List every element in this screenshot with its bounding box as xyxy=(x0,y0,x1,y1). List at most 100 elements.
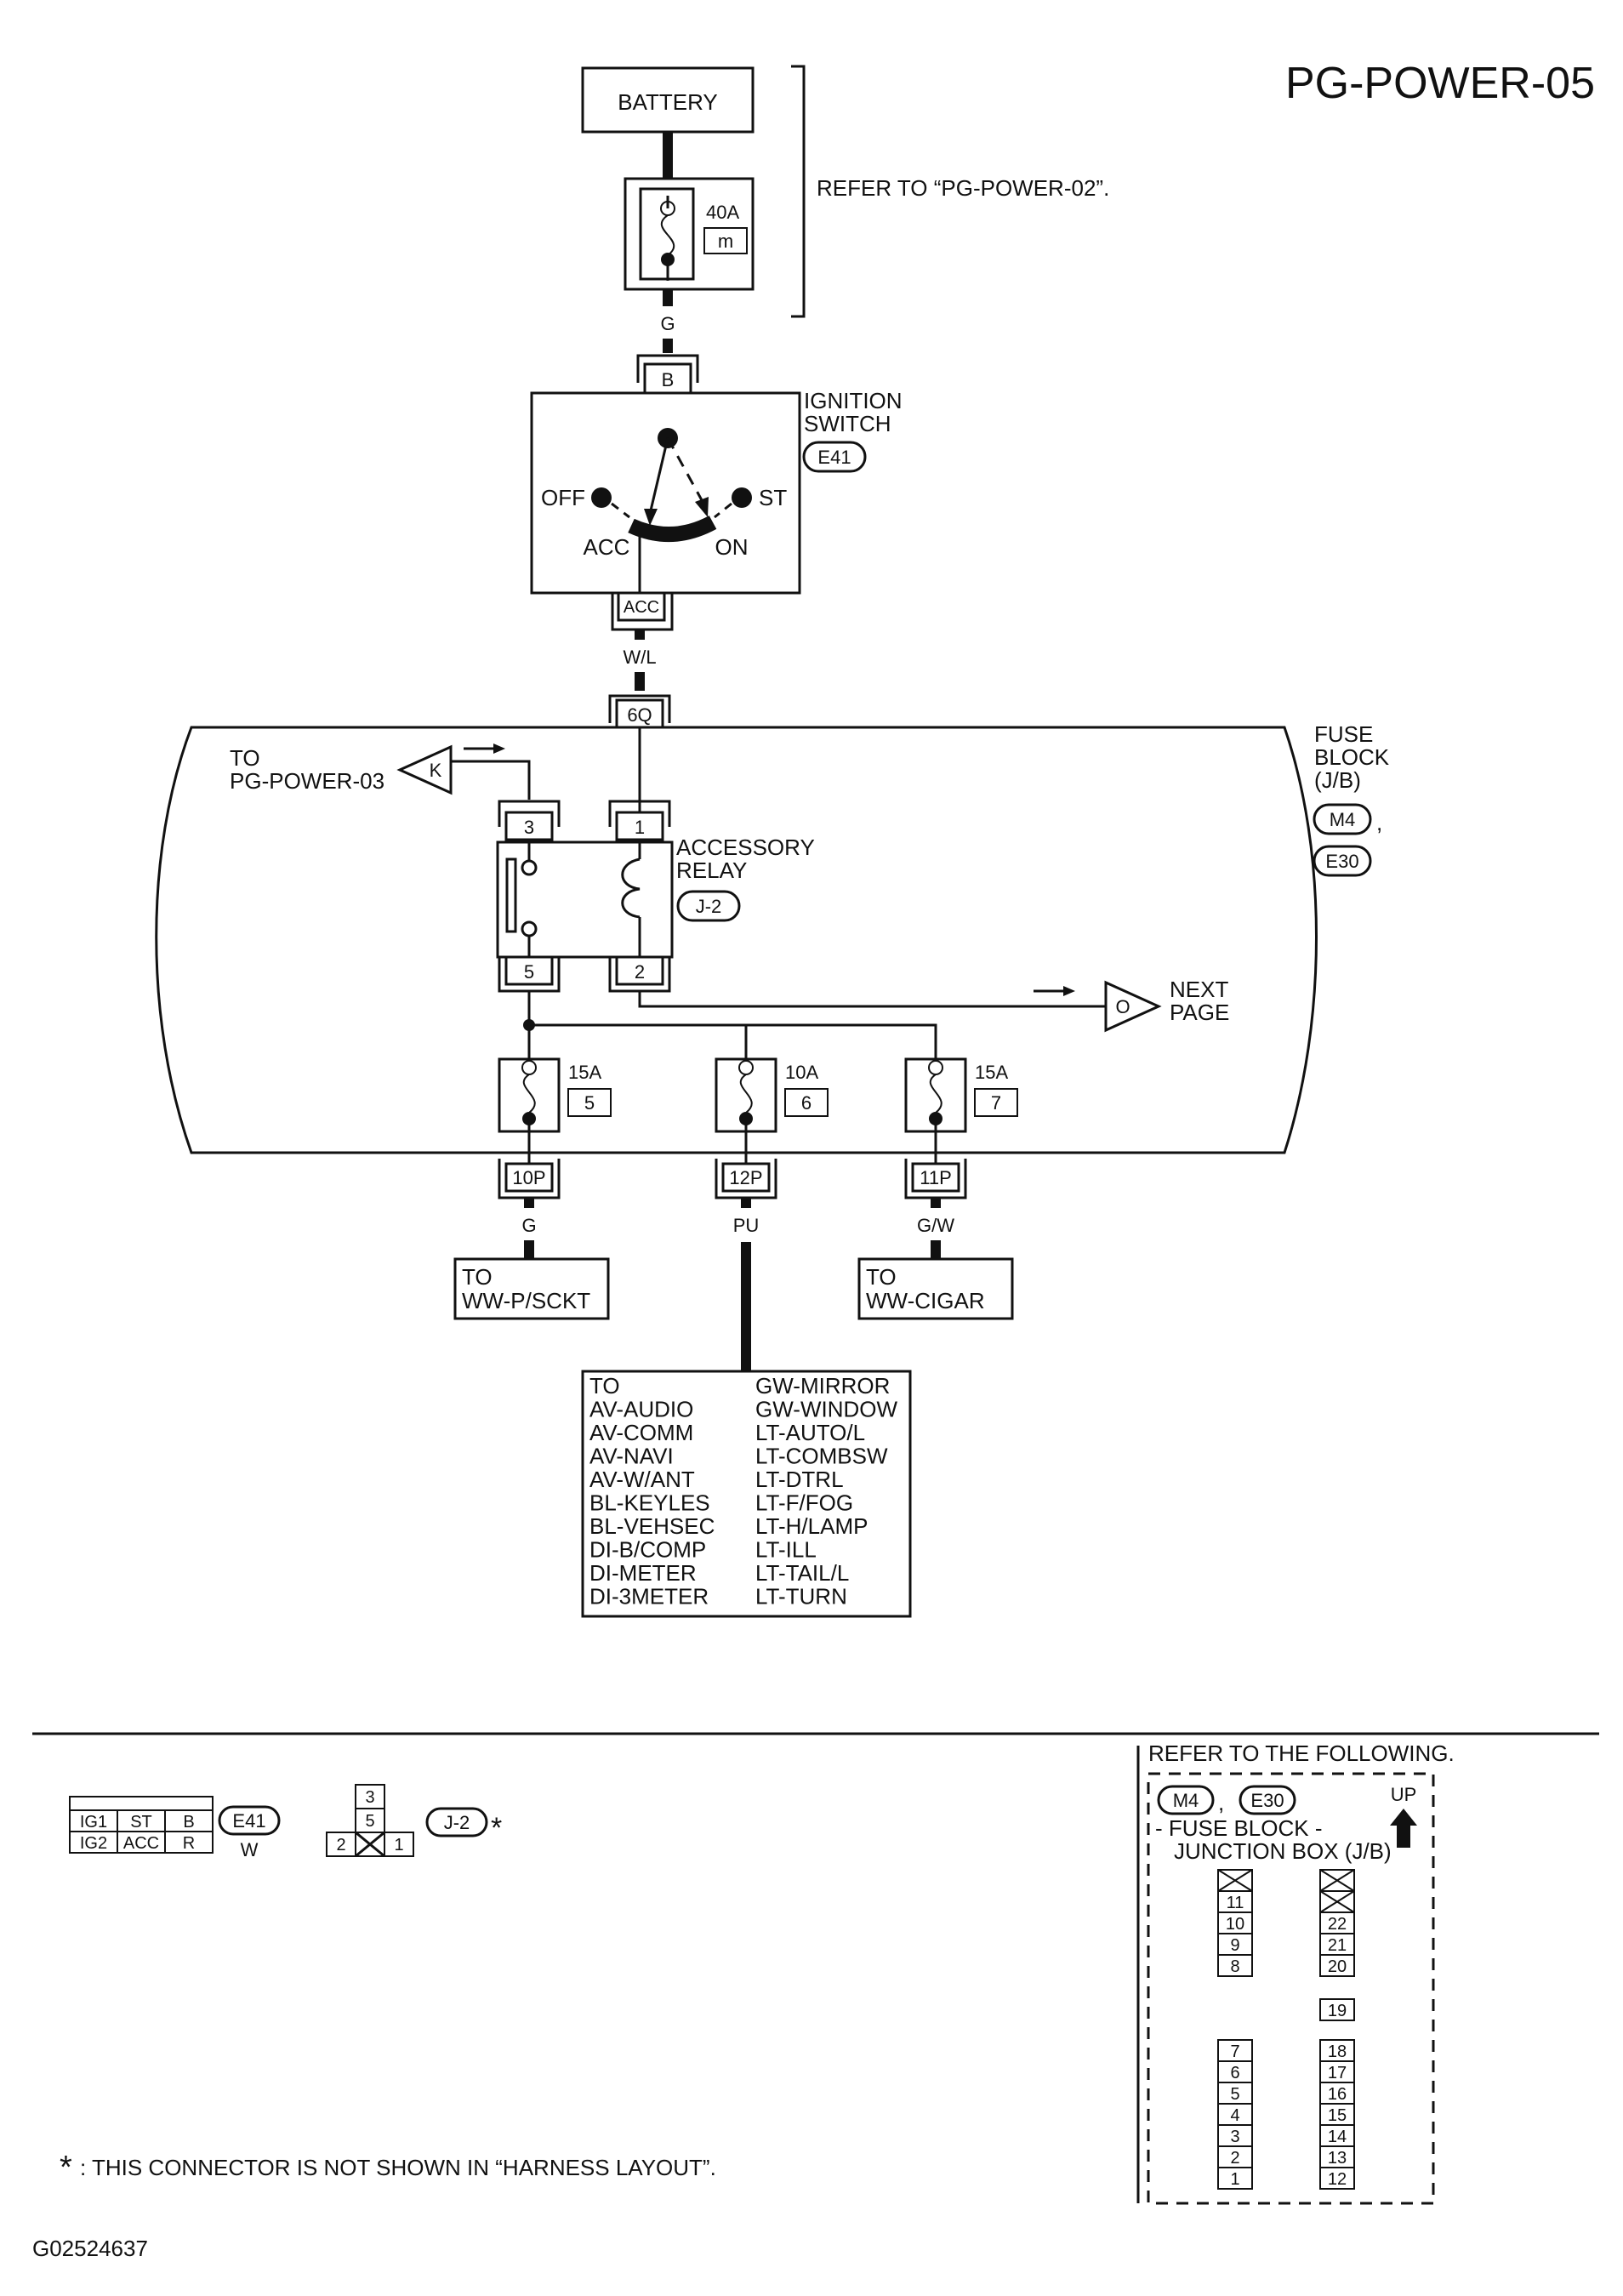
fuse-7-rating: 15A xyxy=(975,1062,1008,1083)
fuse-slot: 7 xyxy=(1217,2039,1253,2062)
j2-cell-1: 1 xyxy=(394,1836,403,1854)
svg-text:8: 8 xyxy=(1230,1957,1239,1976)
relay-connector-code: J-2 xyxy=(696,896,722,917)
fuse-block-name-3: (J/B) xyxy=(1314,767,1361,793)
footnote-text: : THIS CONNECTOR IS NOT SHOWN IN “HARNES… xyxy=(80,2155,716,2180)
ign-pos-off: OFF xyxy=(541,485,585,510)
fuse-slot: 4 xyxy=(1217,2103,1253,2126)
fuse-slot: 19 xyxy=(1319,1998,1355,2021)
next-page-2: PAGE xyxy=(1170,1000,1229,1025)
dest-list-right-item: LT-TAIL/L xyxy=(755,1560,849,1586)
fuse-slot: 2 xyxy=(1217,2145,1253,2168)
svg-text:18: 18 xyxy=(1328,2042,1347,2061)
connector-view-j2: 3 5 2 1 J-2 * xyxy=(326,1784,502,1858)
fuse-block-connector-2-badge xyxy=(1313,845,1372,877)
refer-line-2: JUNCTION BOX (J/B) xyxy=(1174,1838,1392,1864)
ign-terminal-b: B xyxy=(662,369,675,390)
dest-list-right-item: GW-WINDOW xyxy=(755,1397,897,1422)
relay-pin-5: 5 xyxy=(524,961,534,983)
svg-text:11: 11 xyxy=(1227,1894,1244,1912)
ign-name-2: SWITCH xyxy=(804,411,891,436)
svg-text:19: 19 xyxy=(1328,2002,1347,2020)
relay-connector-badge xyxy=(676,890,741,922)
dest-list-left: TOAV-AUDIOAV-COMMAV-NAVIAV-W/ANTBL-KEYLE… xyxy=(589,1373,715,1609)
e41-cell-ig2: IG2 xyxy=(80,1834,107,1853)
figure-id: G02524637 xyxy=(32,2236,148,2261)
fusible-link-rating: 40A xyxy=(706,202,739,223)
ign-name-1: IGNITION xyxy=(804,388,903,413)
fuse-block-connector-1: M4 xyxy=(1330,809,1356,830)
ignition-switch: B OFF ST ACC ON ACC xyxy=(530,354,801,631)
battery: BATTERY xyxy=(581,66,755,134)
accessory-relay: 3 1 5 2 xyxy=(496,800,674,993)
svg-text:20: 20 xyxy=(1328,1957,1347,1976)
dest-list-right-item: LT-AUTO/L xyxy=(755,1420,865,1445)
svg-text:9: 9 xyxy=(1230,1936,1239,1955)
dest-list-left-item: TO xyxy=(589,1373,620,1399)
fuse-slot: 1 xyxy=(1217,2167,1253,2190)
battery-label: BATTERY xyxy=(618,89,718,115)
fuse-block-name-1: FUSE xyxy=(1314,721,1373,747)
connector-view-e41: IG1 ST B IG2 ACC R E41 W xyxy=(69,1796,281,1860)
relay-pin-3: 3 xyxy=(524,817,534,838)
dest-list-left-item: BL-VEHSEC xyxy=(589,1513,715,1539)
fuse-slot-empty xyxy=(1319,1890,1355,1913)
dest-psckt: TO WW-P/SCKT xyxy=(453,1257,610,1320)
fuse-block-connector-1-badge xyxy=(1313,803,1372,835)
dest-list-right-item: GW-MIRROR xyxy=(755,1373,890,1399)
marker-o-label: O xyxy=(1115,996,1130,1017)
fuse-slot: 20 xyxy=(1319,1954,1355,1977)
dest-cigar: TO WW-CIGAR xyxy=(857,1257,1014,1320)
fuse-6-number: 6 xyxy=(801,1092,812,1114)
dest-list-right-item: LT-F/FOG xyxy=(755,1490,853,1516)
footnote-star: * xyxy=(60,2150,72,2185)
e41-code: E41 xyxy=(232,1810,265,1832)
marker-k-label: K xyxy=(430,760,442,781)
svg-text:12: 12 xyxy=(1328,2170,1347,2189)
fuse-slot-empty xyxy=(1319,1869,1355,1892)
fuse-slot: 3 xyxy=(1217,2124,1253,2147)
ign-pos-acc: ACC xyxy=(584,534,630,560)
fuse-5-rating: 15A xyxy=(568,1062,601,1083)
e41-cell-r: R xyxy=(183,1834,195,1853)
refer-note: REFER TO “PG-POWER-02”. xyxy=(817,175,1109,201)
dest-psckt-1: TO xyxy=(462,1264,493,1290)
wire-color-main: G xyxy=(660,313,675,334)
dest-list-left-item: AV-AUDIO xyxy=(589,1397,693,1422)
dest-list-left-item: BL-KEYLES xyxy=(589,1490,710,1516)
dest-psckt-2: WW-P/SCKT xyxy=(462,1288,590,1313)
dest-list-right: GW-MIRRORGW-WINDOWLT-AUTO/LLT-COMBSWLT-D… xyxy=(755,1373,897,1609)
dest-list-left-item: DI-METER xyxy=(589,1560,697,1586)
ign-connector-code: E41 xyxy=(817,447,851,468)
connector-marker-o xyxy=(1104,980,1162,1033)
refer-separator: , xyxy=(1218,1790,1224,1815)
dest-list-right-item: LT-COMBSW xyxy=(755,1444,888,1469)
to-prev-1: TO xyxy=(230,745,260,771)
j2-cell-3: 3 xyxy=(365,1788,374,1807)
e41-color: W xyxy=(241,1839,259,1860)
fuse-slot: 13 xyxy=(1319,2145,1355,2168)
j2-asterisk: * xyxy=(491,1812,502,1844)
fuse-slot: 15 xyxy=(1319,2103,1355,2126)
dest-list-right-item: LT-ILL xyxy=(755,1537,817,1563)
fusible-link-id: m xyxy=(718,231,733,252)
fuse-block-connector-separator: , xyxy=(1376,810,1382,835)
refer-following: REFER TO THE FOLLOWING. M4 , E30 UP - FU… xyxy=(1136,1741,1455,2205)
fuse-5-number: 5 xyxy=(584,1092,595,1114)
fuse-slot: 10 xyxy=(1217,1911,1253,1934)
svg-text:5: 5 xyxy=(1230,2085,1239,2104)
svg-text:2: 2 xyxy=(1230,2149,1239,2168)
svg-text:4: 4 xyxy=(1230,2106,1239,2125)
fuse-6-rating: 10A xyxy=(785,1062,818,1083)
wire-color-fuse6: PU xyxy=(733,1215,760,1236)
fuse-slot: 18 xyxy=(1319,2039,1355,2062)
fuse-slot: 22 xyxy=(1319,1911,1355,1934)
dest-list: TOAV-AUDIOAV-COMMAV-NAVIAV-W/ANTBL-KEYLE… xyxy=(581,1370,912,1618)
fuse-6: 10A 6 xyxy=(715,1057,829,1164)
svg-text:14: 14 xyxy=(1328,2128,1347,2146)
fuse-5: 15A 5 xyxy=(498,1057,612,1164)
fuse-slot: 16 xyxy=(1319,2082,1355,2105)
fuse-slot: 21 xyxy=(1319,1933,1355,1956)
fuse-slot: 11 xyxy=(1217,1890,1253,1913)
